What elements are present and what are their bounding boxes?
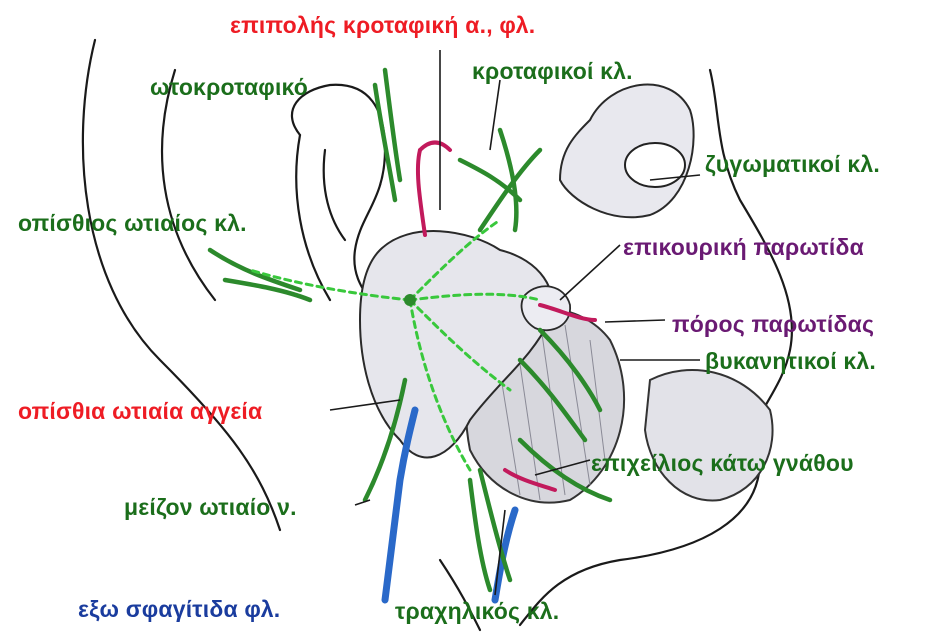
eye-shape (625, 143, 685, 187)
leader-parotid-duct (605, 320, 665, 322)
chin-muscle-region (645, 370, 773, 500)
temporal-artery-branch (420, 143, 450, 151)
label-superficial-temporal: επιπολής κροταφική α., φλ. (230, 12, 535, 38)
label-cervical-branch: τραχηλικός κλ. (395, 598, 559, 624)
neck-contour-line (162, 70, 215, 300)
leader-accessory-parotid (560, 245, 620, 300)
label-accessory-parotid: επικουρική παρωτίδα (623, 234, 864, 260)
label-auriculotemporal: ωτοκροταφικό (150, 74, 308, 100)
auriculotemporal-nerve-branch (375, 85, 395, 200)
label-buccal-branches: βυκανητικοί κλ. (705, 348, 876, 374)
label-great-auricular-nerve: μείζον ωτιαίο ν. (124, 494, 297, 520)
label-marginal-mandibular: επιχείλιος κάτω γνάθου (591, 450, 854, 476)
label-parotid-duct: πόρος παρωτίδας (672, 311, 874, 337)
facial-vein (495, 510, 515, 600)
leader-great-auricular (355, 500, 370, 505)
label-temporal-branches: κροταφικοί κλ. (472, 58, 633, 84)
superficial-temporal-artery (418, 150, 425, 235)
leader-temporal-branches (490, 80, 500, 150)
facial-nerve-root (404, 294, 416, 306)
label-posterior-auricular-branch: οπίσθιος ωτιαίος κλ. (18, 210, 247, 236)
label-zygomatic-branches: ζυγωματικοί κλ. (705, 151, 880, 177)
label-external-jugular-vein: εξω σφαγίτιδα φλ. (78, 596, 280, 622)
label-posterior-auricular-vessels: οπίσθια ωτιαία αγγεία (18, 398, 262, 424)
ear-antihelix-outline (324, 150, 345, 240)
